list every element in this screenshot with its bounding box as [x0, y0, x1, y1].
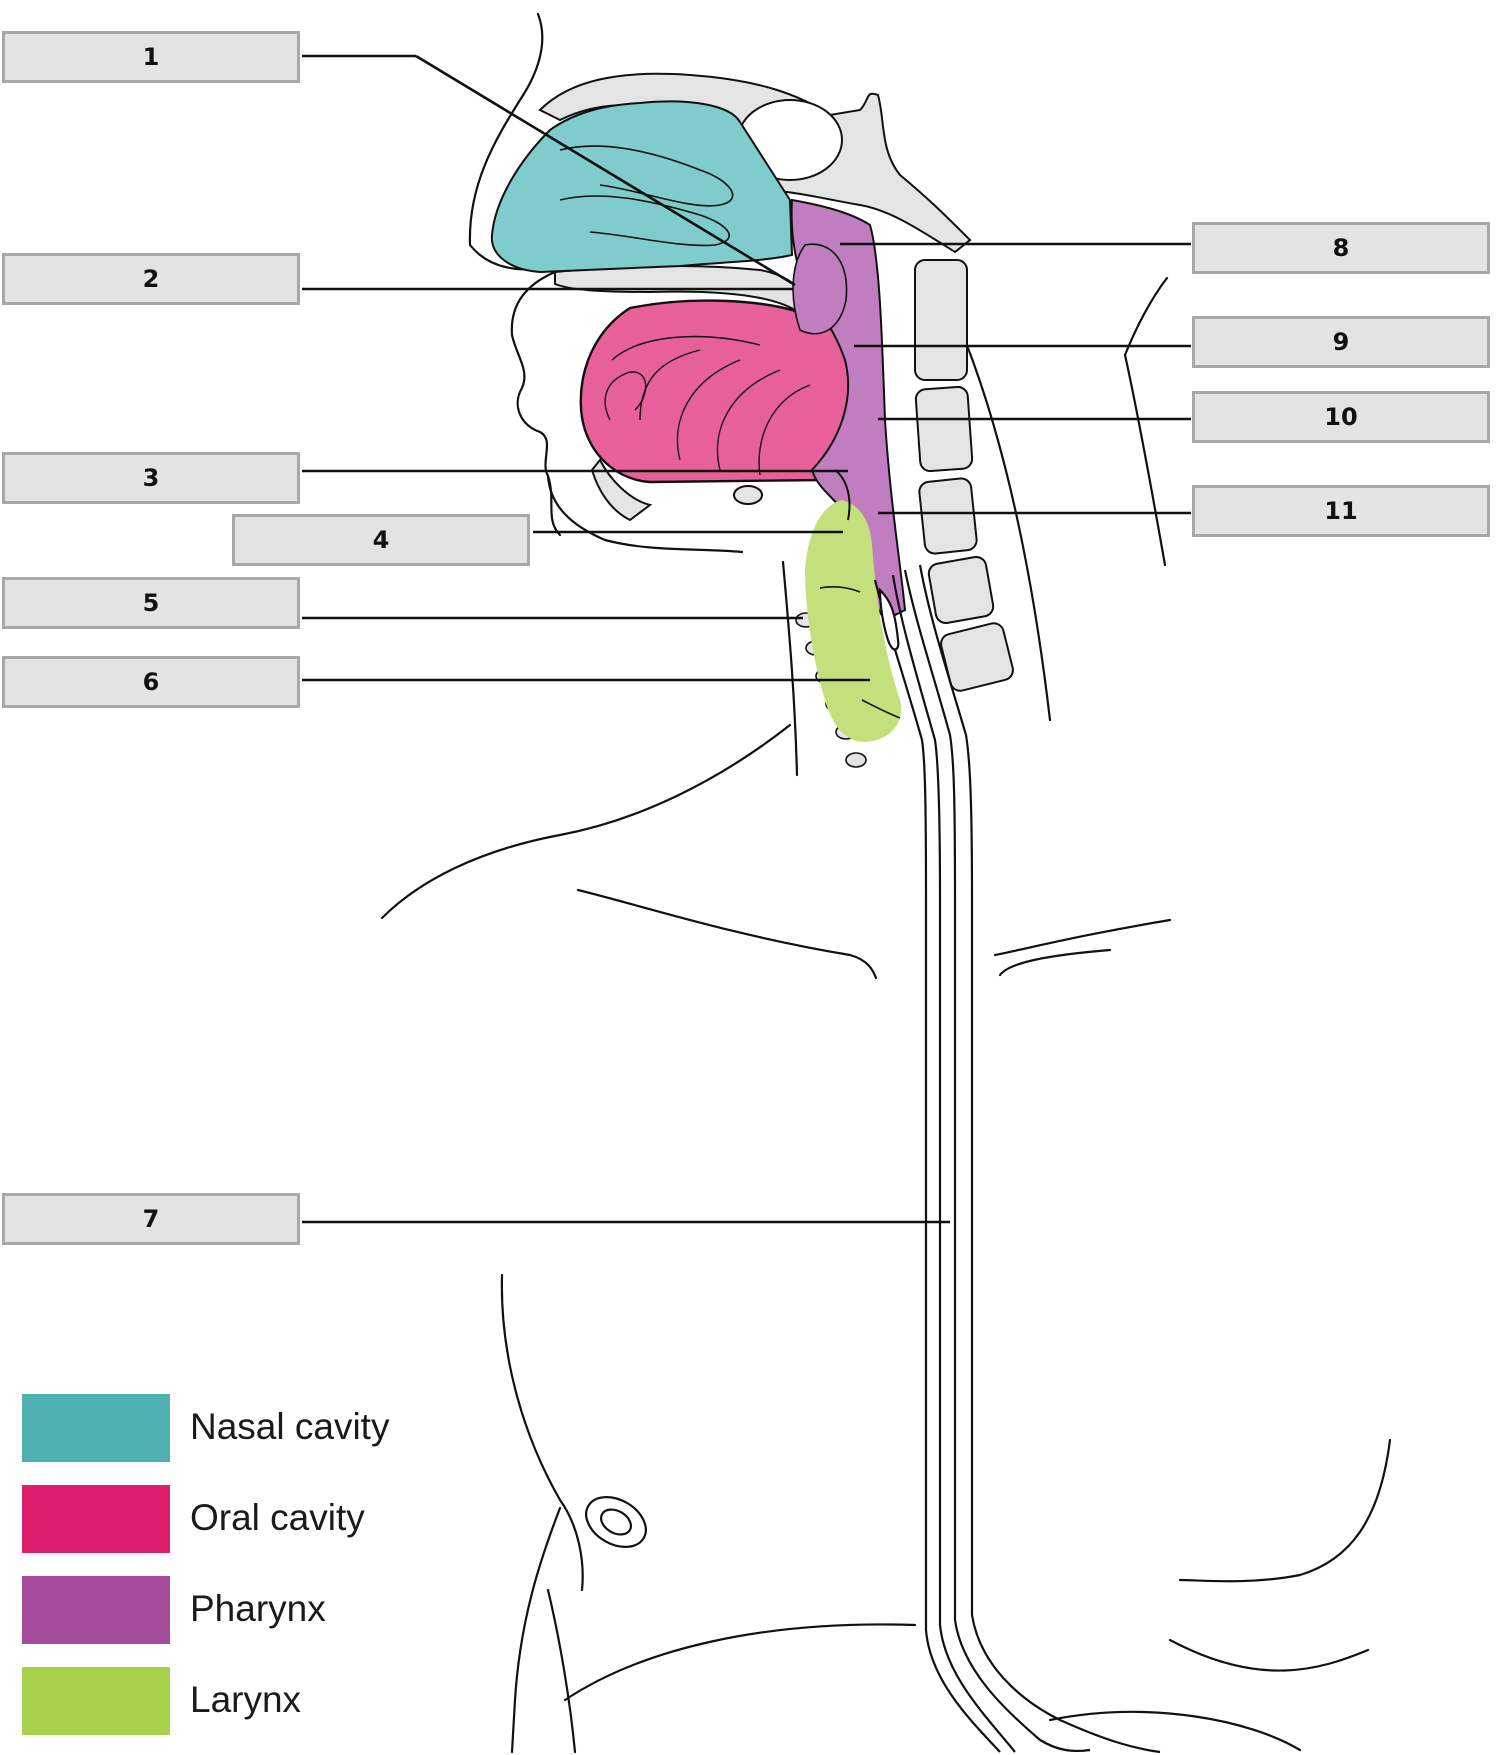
- label-box-6: 6: [2, 656, 300, 708]
- legend-label-nasal-cavity: Nasal cavity: [190, 1406, 390, 1447]
- legend-label-larynx: Larynx: [190, 1679, 302, 1720]
- legend-swatch-oral-cavity: [22, 1485, 170, 1553]
- leader-lines: [302, 54, 1191, 1224]
- legend-swatch-pharynx: [22, 1576, 170, 1644]
- legend-label-oral-cavity: Oral cavity: [190, 1497, 365, 1538]
- nasal-cavity-region: [490, 100, 794, 274]
- nasal-conchae: [559, 145, 734, 247]
- label-box-9: 9: [1192, 316, 1490, 368]
- label-box-1: 1: [2, 31, 300, 83]
- soft-palate: [792, 243, 848, 335]
- label-box-10: 10: [1192, 391, 1490, 443]
- esophagus: [873, 564, 1161, 1754]
- legend-swatch-larynx: [22, 1667, 170, 1735]
- body-outline: [380, 12, 1392, 1754]
- label-box-7: 7: [2, 1193, 300, 1245]
- label-box-4: 4: [232, 514, 530, 566]
- label-box-3: 3: [2, 452, 300, 504]
- label-box-8: 8: [1192, 222, 1490, 274]
- label-box-11: 11: [1192, 485, 1490, 537]
- larynx-detail: [819, 469, 901, 719]
- legend-swatch-nasal-cavity: [22, 1394, 170, 1462]
- leader-line-1b: [415, 54, 796, 287]
- tongue-muscle-lines: [604, 335, 811, 476]
- larynx-region: [805, 500, 901, 742]
- legend-label-pharynx: Pharynx: [190, 1588, 326, 1629]
- label-box-5: 5: [2, 577, 300, 629]
- label-box-2: 2: [2, 253, 300, 305]
